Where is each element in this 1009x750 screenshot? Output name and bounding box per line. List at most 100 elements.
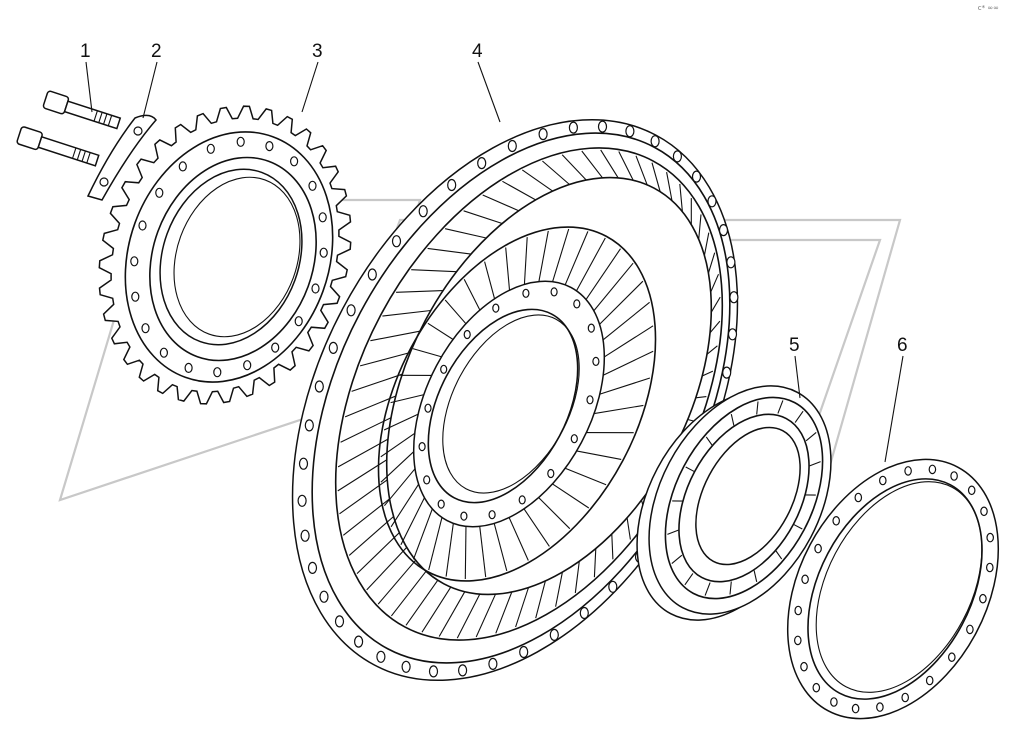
gasket-hole <box>987 563 993 571</box>
gasket-hole <box>831 698 837 706</box>
flange-hole <box>377 651 385 662</box>
gasket-hole <box>969 486 975 494</box>
gasket-hole <box>855 493 861 501</box>
flange-hole <box>693 171 701 182</box>
flange-hole <box>368 269 376 280</box>
gear-hole <box>237 137 244 146</box>
leader-1 <box>86 62 92 112</box>
gasket-hole <box>967 625 973 633</box>
hub-hole <box>461 512 467 520</box>
hub-hole <box>441 365 447 373</box>
hub-hole <box>493 304 499 312</box>
flange-hole <box>448 180 456 191</box>
gasket-hole <box>980 595 986 603</box>
flange-hole <box>309 562 317 573</box>
gasket-hole <box>815 544 821 552</box>
gasket-hole <box>813 684 819 692</box>
flange-hole <box>305 420 313 431</box>
gasket-hole <box>801 663 807 671</box>
flange-hole <box>301 530 309 541</box>
callout-5: 5 <box>789 336 800 355</box>
leader-2 <box>143 62 157 118</box>
gasket-hole <box>987 533 993 541</box>
callout-4: 4 <box>472 42 483 61</box>
hub-hole <box>571 435 577 443</box>
flange-hole <box>336 616 344 627</box>
hub-hole <box>587 396 593 404</box>
flange-hole <box>720 225 728 236</box>
gear-hole <box>179 162 186 171</box>
flange-hole <box>727 257 735 268</box>
gasket-hole <box>929 465 935 473</box>
flange-hole <box>609 581 617 592</box>
callout-1: 1 <box>80 42 91 61</box>
gasket-hole <box>927 676 933 684</box>
gear-hole <box>244 361 251 370</box>
hub-hole <box>419 443 425 451</box>
gasket-hole <box>795 606 801 614</box>
flange-hole <box>708 196 716 207</box>
leader-3 <box>302 62 318 112</box>
gear-hole <box>295 317 302 326</box>
flange-hole <box>298 495 306 506</box>
bolt-pair <box>16 91 121 169</box>
gasket-hole <box>905 467 911 475</box>
flange-hole <box>723 367 731 378</box>
flange-hole <box>459 665 467 676</box>
gasket-hole <box>795 636 801 644</box>
flange-hole <box>393 236 401 247</box>
gasket-hole <box>949 653 955 661</box>
gasket-hole <box>877 703 883 711</box>
gasket-hole <box>880 476 886 484</box>
flange-hole <box>520 647 528 658</box>
gear-hole <box>207 144 214 153</box>
hub-hole <box>464 331 470 339</box>
gasket-hole <box>852 704 858 712</box>
flange-hole <box>729 329 737 340</box>
gear-hole <box>214 368 221 377</box>
callout-2: 2 <box>151 42 162 61</box>
hub-hole <box>489 511 495 519</box>
flange-hole <box>569 122 577 133</box>
bolt-lower <box>16 126 100 168</box>
hub-hole <box>593 357 599 365</box>
gear-hole <box>320 248 327 257</box>
bolt-upper <box>43 91 122 132</box>
hub-hole <box>548 470 554 478</box>
flange-hole <box>300 458 308 469</box>
hub-hole <box>523 289 529 297</box>
flange-hole <box>580 608 588 619</box>
leader-4 <box>478 62 500 122</box>
hub-hole <box>551 288 557 296</box>
gear-hole <box>185 363 192 372</box>
gear-hole <box>309 181 316 190</box>
gear-hole <box>266 142 273 151</box>
hub-hole <box>519 496 525 504</box>
flange-hole <box>550 629 558 640</box>
gear-hole <box>156 188 163 197</box>
flange-hole <box>315 381 323 392</box>
flange-hole <box>730 292 738 303</box>
gear-hole <box>132 292 139 301</box>
gear-hole <box>291 157 298 166</box>
gasket-hole <box>802 575 808 583</box>
hub-hole <box>438 500 444 508</box>
flange-hole <box>508 141 516 152</box>
leader-6 <box>885 356 903 462</box>
gear-hole <box>272 343 279 352</box>
flange-hole <box>329 342 337 353</box>
gear-hole <box>312 284 319 293</box>
hub-hole <box>425 404 431 412</box>
flange-hole <box>430 666 438 677</box>
gear-hole <box>319 213 326 222</box>
flange-hole <box>478 158 486 169</box>
gear-hole <box>139 221 146 230</box>
gasket-hole <box>981 507 987 515</box>
flange-hole <box>355 636 363 647</box>
flange-hole <box>402 661 410 672</box>
inner-vane <box>465 524 466 579</box>
flange-hole <box>651 136 659 147</box>
flange-hole <box>626 126 634 137</box>
